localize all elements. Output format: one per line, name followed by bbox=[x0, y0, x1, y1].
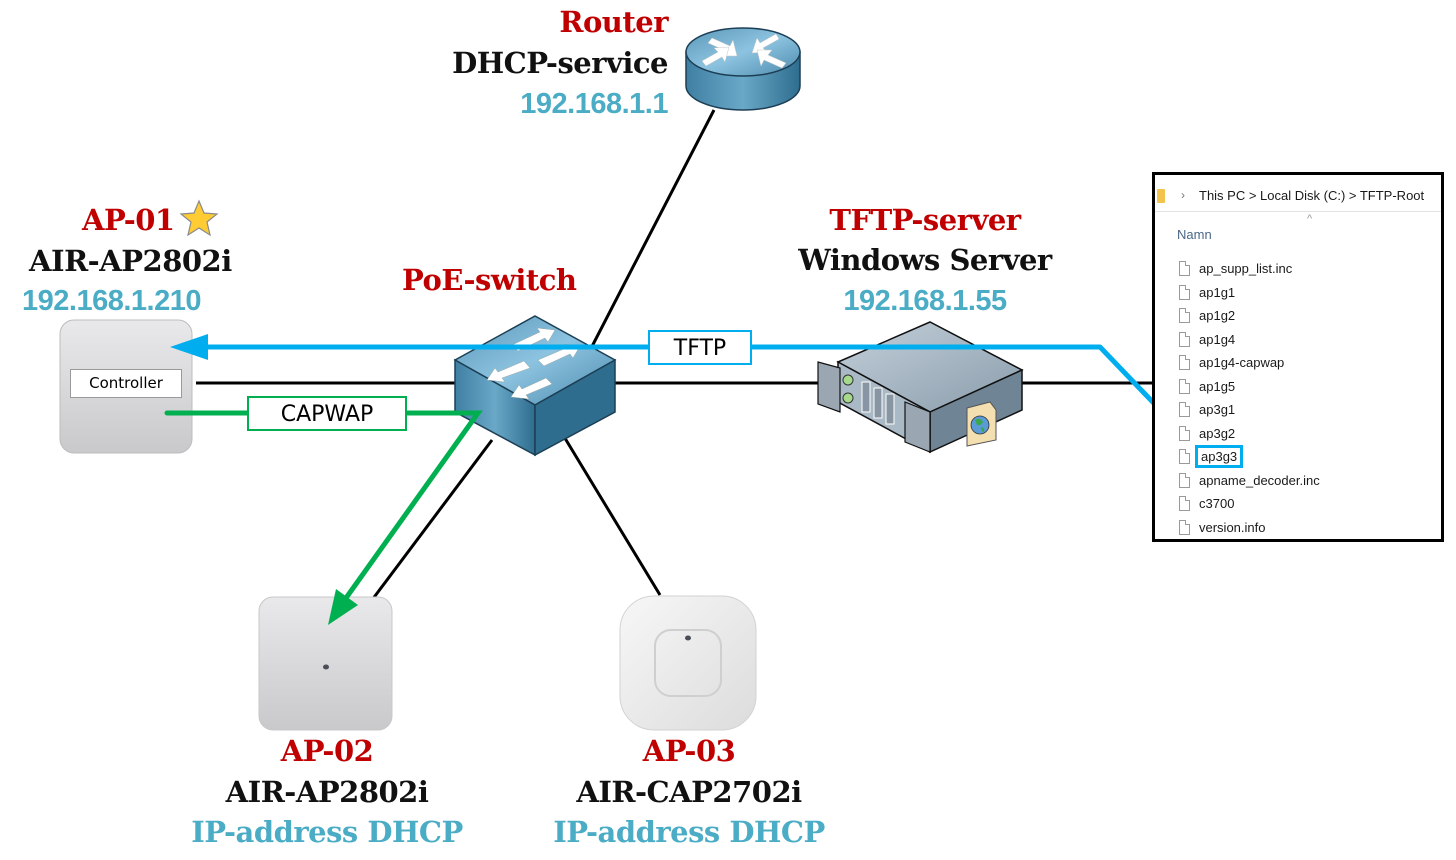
column-header-name[interactable]: Namn bbox=[1177, 227, 1212, 242]
switch-title: PoE-switch bbox=[402, 263, 577, 297]
file-row[interactable]: ap3g1 bbox=[1179, 398, 1320, 422]
file-row[interactable]: ap_supp_list.inc bbox=[1179, 257, 1320, 281]
file-name: ap3g3 bbox=[1194, 445, 1244, 469]
router-title: Router bbox=[559, 5, 668, 39]
ap03-title: AP-03 bbox=[642, 734, 736, 768]
breadcrumb[interactable]: › This PC > Local Disk (C:) > TFTP-Root bbox=[1155, 183, 1441, 212]
file-row[interactable]: version.info bbox=[1179, 516, 1320, 540]
file-name: ap1g4 bbox=[1199, 331, 1236, 347]
chevron-right-icon[interactable]: › bbox=[1181, 188, 1185, 202]
ap03-device[interactable] bbox=[619, 595, 757, 731]
server-ip: 192.168.1.55 bbox=[843, 285, 1007, 317]
server-title: TFTP-server bbox=[829, 203, 1021, 237]
tftp-tag: TFTP bbox=[648, 330, 752, 365]
server-icon[interactable] bbox=[817, 321, 1024, 454]
breadcrumb-path[interactable]: This PC > Local Disk (C:) > TFTP-Root bbox=[1199, 188, 1425, 203]
file-row[interactable]: ap1g4 bbox=[1179, 328, 1320, 352]
file-name: ap1g2 bbox=[1199, 308, 1236, 324]
file-icon bbox=[1179, 331, 1190, 347]
file-name: version.info bbox=[1199, 519, 1266, 535]
file-row[interactable]: ap1g5 bbox=[1179, 375, 1320, 399]
star-icon bbox=[179, 199, 219, 237]
ap02-ip: IP-address DHCP bbox=[191, 815, 463, 849]
file-icon bbox=[1179, 378, 1190, 394]
file-icon bbox=[1179, 261, 1190, 277]
file-name: ap3g1 bbox=[1199, 402, 1236, 418]
file-icon bbox=[1179, 402, 1190, 418]
ap01-title: AP-01 bbox=[82, 203, 175, 237]
ap02-model: AIR-AP2802i bbox=[225, 775, 429, 809]
file-row[interactable]: ap1g2 bbox=[1179, 304, 1320, 328]
file-name: c3700 bbox=[1199, 496, 1235, 512]
file-icon bbox=[1179, 355, 1190, 371]
file-name: ap_supp_list.inc bbox=[1199, 261, 1293, 277]
ap02-device[interactable] bbox=[258, 596, 393, 731]
file-icon bbox=[1179, 496, 1190, 512]
controller-label: Controller bbox=[70, 369, 182, 398]
ap03-ip: IP-address DHCP bbox=[553, 815, 825, 849]
ap01-ip: 192.168.1.210 bbox=[22, 285, 201, 317]
file-name: ap1g1 bbox=[1199, 284, 1236, 300]
file-icon bbox=[1179, 449, 1190, 465]
network-links bbox=[196, 109, 1153, 601]
router-ip: 192.168.1.1 bbox=[520, 88, 668, 120]
ap01-model: AIR-AP2802i bbox=[29, 244, 232, 278]
file-icon bbox=[1179, 472, 1190, 488]
link-switch-ap03 bbox=[558, 429, 662, 596]
capwap-arrowhead bbox=[328, 589, 358, 625]
file-row[interactable]: ap1g4-capwap bbox=[1179, 351, 1320, 375]
ap02-title: AP-02 bbox=[280, 734, 374, 768]
file-icon bbox=[1179, 519, 1190, 535]
link-switch-ap02 bbox=[370, 439, 494, 601]
folder-icon bbox=[1157, 189, 1165, 203]
file-row[interactable]: ap3g3 bbox=[1179, 445, 1320, 469]
file-name: ap3g2 bbox=[1199, 425, 1236, 441]
file-name: apname_decoder.inc bbox=[1199, 472, 1320, 488]
file-icon bbox=[1179, 308, 1190, 324]
sort-ascending-icon: ^ bbox=[1307, 213, 1313, 225]
ap03-model: AIR-CAP2702i bbox=[576, 775, 802, 809]
server-subtitle: Windows Server bbox=[798, 243, 1052, 277]
file-name: ap1g4-capwap bbox=[1199, 355, 1285, 371]
file-list: ap_supp_list.inc ap1g1 ap1g2 ap1g4 ap1g4-cap… bbox=[1179, 257, 1320, 539]
file-icon bbox=[1179, 425, 1190, 441]
router-subtitle: DHCP-service bbox=[452, 46, 668, 80]
switch-icon[interactable] bbox=[453, 315, 617, 457]
file-row[interactable]: c3700 bbox=[1179, 492, 1320, 516]
capwap-tag: CAPWAP bbox=[247, 396, 407, 431]
file-explorer-panel: › This PC > Local Disk (C:) > TFTP-Root … bbox=[1152, 172, 1444, 542]
file-row[interactable]: ap3g2 bbox=[1179, 422, 1320, 446]
file-row[interactable]: ap1g1 bbox=[1179, 281, 1320, 305]
tftp-arrowhead bbox=[170, 334, 208, 360]
file-icon bbox=[1179, 284, 1190, 300]
file-name: ap1g5 bbox=[1199, 378, 1236, 394]
link-router-switch bbox=[583, 109, 716, 361]
file-row[interactable]: apname_decoder.inc bbox=[1179, 469, 1320, 493]
router-icon[interactable] bbox=[685, 27, 801, 111]
